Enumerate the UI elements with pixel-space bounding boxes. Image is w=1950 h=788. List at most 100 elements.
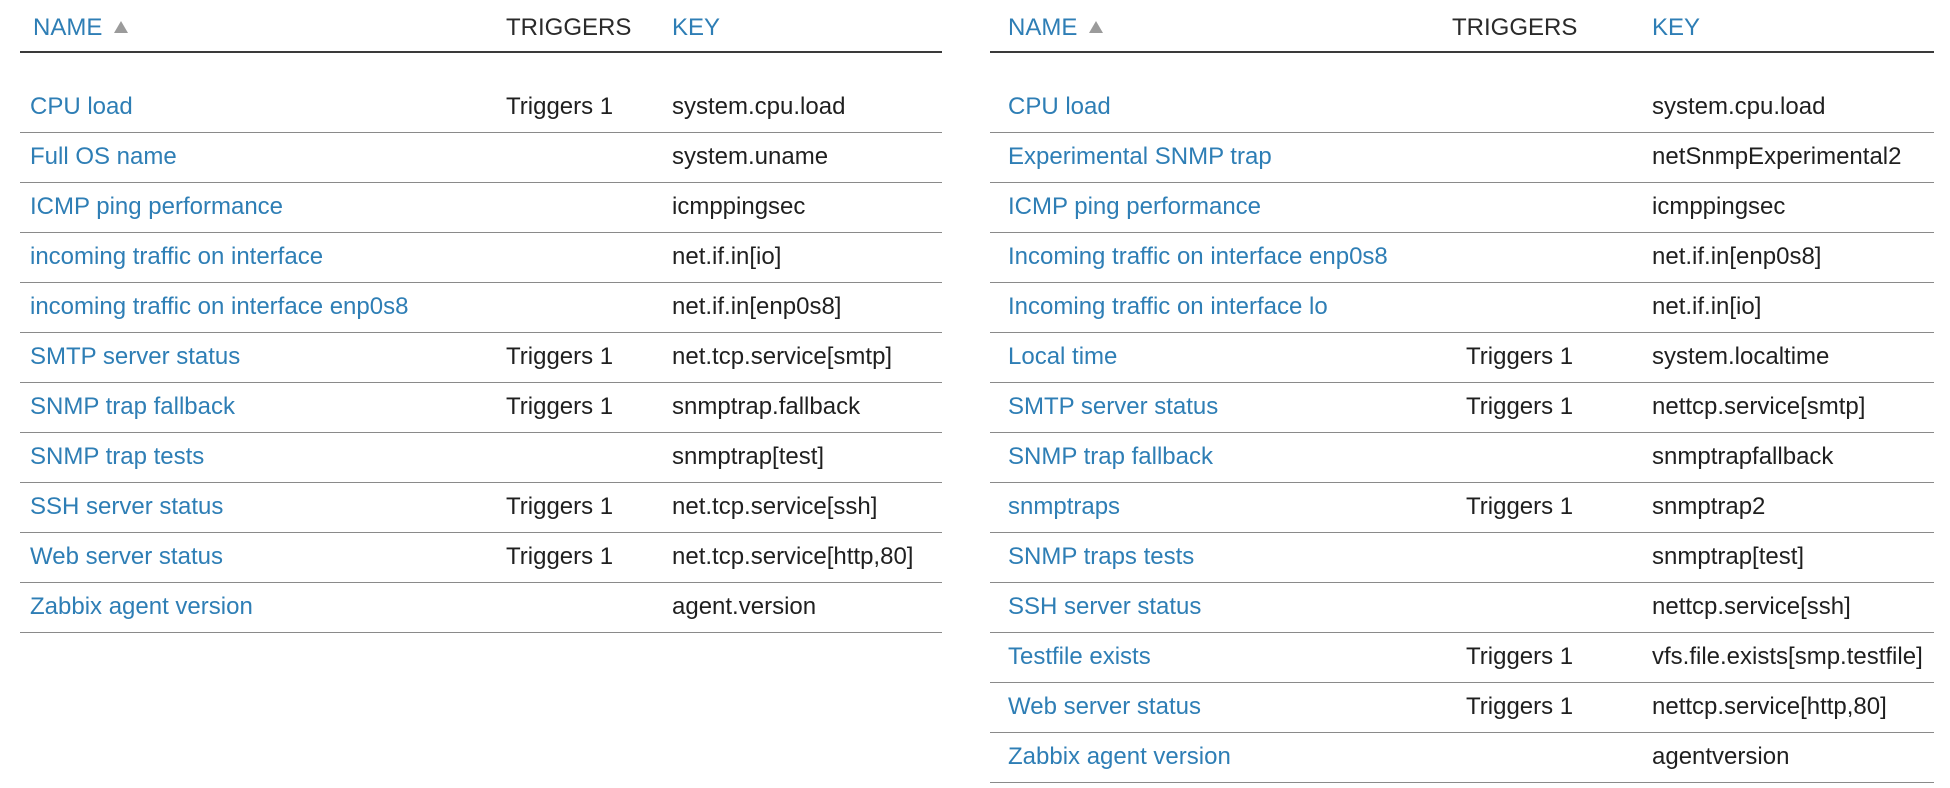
table-row: SMTP server status Triggers 1 net.tcp.serv… — [20, 333, 942, 383]
item-name-link[interactable]: Incoming traffic on interface enp0s8 — [1008, 243, 1388, 270]
table-row: incoming traffic on interface net.if.in[i… — [20, 233, 942, 283]
item-name-link[interactable]: SMTP server status — [30, 343, 241, 370]
item-name-link[interactable]: Incoming traffic on interface lo — [1008, 293, 1328, 320]
key-column-header[interactable]: KEY — [672, 14, 721, 41]
item-name-link[interactable]: Web server status — [30, 543, 223, 570]
item-name-link[interactable]: SNMP trap tests — [30, 443, 205, 470]
name-column-header[interactable]: NAME — [33, 14, 129, 42]
table-row: snmptraps Triggers 1 snmptrap2 — [990, 483, 1934, 533]
item-name-link[interactable]: CPU load — [1008, 93, 1111, 120]
table-row: SNMP traps tests snmptrap[test] — [990, 533, 1934, 583]
item-name-link[interactable]: snmptraps — [1008, 493, 1121, 520]
triggers-link[interactable]: Triggers 1 — [506, 93, 614, 120]
table-row: Full OS name system.uname — [20, 133, 942, 183]
table-row: Zabbix agent version agentversion — [990, 733, 1934, 783]
item-key: system.uname — [672, 143, 829, 170]
item-key: vfs.file.exists[smp.testfile] — [1652, 643, 1923, 670]
sort-ascending-icon — [114, 21, 129, 33]
item-key: snmptrapfallback — [1652, 443, 1834, 470]
item-key: agentversion — [1652, 743, 1790, 770]
item-name-link[interactable]: SNMP trap fallback — [1008, 443, 1213, 470]
item-name-link[interactable]: SNMP trap fallback — [30, 393, 235, 420]
item-key: snmptrap2 — [1652, 493, 1766, 520]
triggers-link[interactable]: Triggers 1 — [1466, 643, 1574, 670]
table-row: SNMP trap fallback Triggers 1 snmptrap.fal… — [20, 383, 942, 433]
item-key: net.if.in[io] — [672, 243, 782, 270]
item-key: net.if.in[io] — [1652, 293, 1762, 320]
item-key: system.cpu.load — [1652, 93, 1826, 120]
table-row: Zabbix agent version agent.version — [20, 583, 942, 633]
item-name-link[interactable]: Zabbix agent version — [30, 593, 253, 620]
table-row: SNMP trap fallback snmptrapfallback — [990, 433, 1934, 483]
name-header-label: NAME — [1008, 14, 1078, 41]
table-row: SSH server status Triggers 1 net.tcp.servi… — [20, 483, 942, 533]
item-name-link[interactable]: CPU load — [30, 93, 133, 120]
item-key: net.if.in[enp0s8] — [672, 293, 842, 320]
table-row: Incoming traffic on interface lo net.if.i… — [990, 283, 1934, 333]
table-row: Testfile exists Triggers 1 vfs.file.exists… — [990, 633, 1934, 683]
item-key: nettcp.service[http,80] — [1652, 693, 1887, 720]
item-name-link[interactable]: Experimental SNMP trap — [1008, 143, 1272, 170]
item-name-link[interactable]: SMTP server status — [1008, 393, 1219, 420]
item-name-link[interactable]: SNMP traps tests — [1008, 543, 1195, 570]
table-row: ICMP ping performance icmppingsec — [990, 183, 1934, 233]
sort-ascending-icon — [1089, 21, 1104, 33]
item-name-link[interactable]: Full OS name — [30, 143, 177, 170]
table-row: Web server status Triggers 1 nettcp.servic… — [990, 683, 1934, 733]
item-name-link[interactable]: SSH server status — [30, 493, 224, 520]
table-row: SMTP server status Triggers 1 nettcp.servi… — [990, 383, 1934, 433]
item-name-link[interactable]: SSH server status — [1008, 593, 1202, 620]
item-key: nettcp.service[smtp] — [1652, 393, 1866, 420]
item-name-link[interactable]: Web server status — [1008, 693, 1201, 720]
triggers-link[interactable]: Triggers 1 — [1466, 343, 1574, 370]
name-header-label: NAME — [33, 14, 103, 41]
item-key: netSnmpExperimental2 — [1652, 143, 1902, 170]
table-row: SNMP trap tests snmptrap[test] — [20, 433, 942, 483]
item-name-link[interactable]: ICMP ping performance — [1008, 193, 1262, 220]
table-header: NAME TRIGGERS KEY — [20, 0, 942, 53]
table-header: NAME TRIGGERS KEY — [990, 0, 1934, 53]
table-row: Incoming traffic on interface enp0s8 net.… — [990, 233, 1934, 283]
item-key: icmppingsec — [672, 193, 806, 220]
item-name-link[interactable]: Zabbix agent version — [1008, 743, 1231, 770]
triggers-column-header: TRIGGERS — [506, 14, 632, 41]
table-row: incoming traffic on interface enp0s8 net.… — [20, 283, 942, 333]
item-name-link[interactable]: Local time — [1008, 343, 1118, 370]
item-key: net.tcp.service[http,80] — [672, 543, 914, 570]
triggers-column-header: TRIGGERS — [1452, 14, 1578, 41]
item-key: system.localtime — [1652, 343, 1830, 370]
item-key: net.if.in[enp0s8] — [1652, 243, 1822, 270]
table-row: Web server status Triggers 1 net.tcp.servi… — [20, 533, 942, 583]
item-key: nettcp.service[ssh] — [1652, 593, 1851, 620]
item-name-link[interactable]: ICMP ping performance — [30, 193, 284, 220]
item-key: net.tcp.service[smtp] — [672, 343, 893, 370]
table-row: SSH server status nettcp.service[ssh] — [990, 583, 1934, 633]
item-key: icmppingsec — [1652, 193, 1786, 220]
table-row: CPU load Triggers 1 system.cpu.load — [20, 83, 942, 133]
key-column-header[interactable]: KEY — [1652, 14, 1701, 41]
items-table-right: NAME TRIGGERS KEY CPU load system.cpu.loa… — [990, 0, 1934, 783]
item-name-link[interactable]: Testfile exists — [1008, 643, 1151, 670]
triggers-link[interactable]: Triggers 1 — [506, 543, 614, 570]
item-name-link[interactable]: incoming traffic on interface enp0s8 — [30, 293, 409, 320]
item-name-link[interactable]: incoming traffic on interface — [30, 243, 324, 270]
triggers-link[interactable]: Triggers 1 — [1466, 493, 1574, 520]
item-key: agent.version — [672, 593, 817, 620]
table-row: Experimental SNMP trap netSnmpExperimenta… — [990, 133, 1934, 183]
triggers-link[interactable]: Triggers 1 — [1466, 393, 1574, 420]
triggers-link[interactable]: Triggers 1 — [1466, 693, 1574, 720]
item-key: system.cpu.load — [672, 93, 846, 120]
triggers-link[interactable]: Triggers 1 — [506, 493, 614, 520]
name-column-header[interactable]: NAME — [1008, 14, 1104, 42]
item-key: snmptrap[test] — [672, 443, 825, 470]
item-key: net.tcp.service[ssh] — [672, 493, 878, 520]
table-row: CPU load system.cpu.load — [990, 83, 1934, 133]
item-key: snmptrap[test] — [1652, 543, 1805, 570]
table-row: Local time Triggers 1 system.localtime — [990, 333, 1934, 383]
item-key: snmptrap.fallback — [672, 393, 861, 420]
triggers-link[interactable]: Triggers 1 — [506, 393, 614, 420]
triggers-link[interactable]: Triggers 1 — [506, 343, 614, 370]
